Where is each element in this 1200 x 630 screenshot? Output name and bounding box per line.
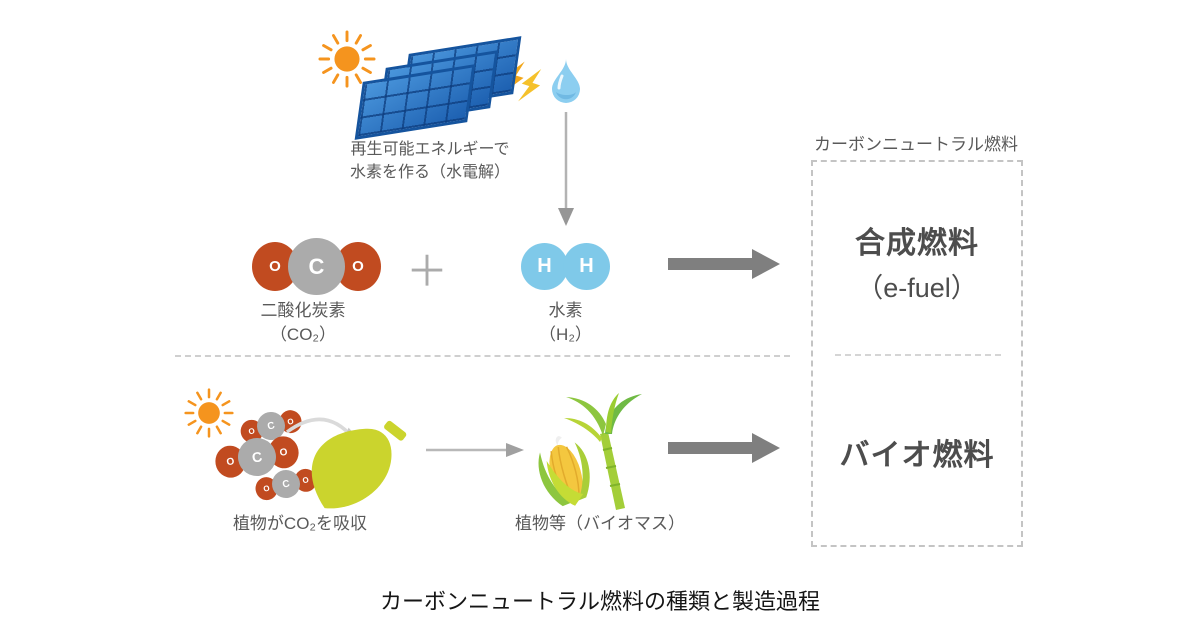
carbon-atom: C bbox=[288, 238, 345, 295]
diagram-caption: カーボンニュートラル燃料の種類と製造過程 bbox=[379, 589, 820, 614]
solar-panel-front bbox=[354, 64, 476, 140]
result-panel-header: カーボンニュートラル燃料 bbox=[814, 135, 1018, 154]
arrow-down-icon bbox=[558, 112, 574, 226]
hydrogen-atom: H bbox=[521, 243, 568, 290]
carbon-neutral-fuel-box: 合成燃料 （e-fuel） バイオ燃料 bbox=[811, 160, 1023, 547]
co2-name: 二酸化炭素 bbox=[260, 301, 346, 320]
arrow-right-icon bbox=[668, 249, 780, 279]
bio-fuel-name: バイオ燃料 bbox=[839, 439, 995, 472]
co2-formula: （CO₂） bbox=[269, 324, 337, 344]
synthetic-fuel-sub: （e-fuel） bbox=[856, 273, 978, 303]
water-drop-icon bbox=[552, 59, 580, 103]
fuel-box-divider-line bbox=[835, 354, 1001, 356]
plus-sign: ＋ bbox=[406, 248, 449, 295]
absorb-label: 植物がCO₂を吸収 bbox=[232, 514, 368, 533]
synthetic-fuel-block: 合成燃料 （e-fuel） bbox=[813, 218, 1021, 305]
h2-formula: （H₂） bbox=[539, 324, 592, 344]
bio-fuel-block: バイオ燃料 bbox=[813, 430, 1021, 474]
arrow-right-thin-icon bbox=[426, 443, 524, 457]
co2-molecule-icon: O C O bbox=[252, 238, 381, 295]
hydrogen-atom: H bbox=[563, 243, 610, 290]
renewable-energy-label-line1: 再生可能エネルギーで bbox=[350, 141, 510, 158]
synthetic-fuel-name: 合成燃料 bbox=[855, 227, 979, 260]
renewable-energy-label: 再生可能エネルギーで 水素を作る（水電解） bbox=[315, 138, 545, 184]
sun-icon bbox=[184, 388, 234, 438]
h2-name: 水素 bbox=[548, 301, 583, 320]
biomass-label: 植物等（バイオマス） bbox=[515, 514, 685, 533]
biomass-plants-icon bbox=[538, 393, 642, 510]
process-divider-line bbox=[175, 355, 790, 357]
h2-label: 水素 （H₂） bbox=[513, 299, 618, 347]
co2-label: 二酸化炭素 （CO₂） bbox=[228, 299, 378, 347]
solar-panel-icon bbox=[354, 36, 526, 140]
arrow-right-icon bbox=[668, 433, 780, 463]
h2-molecule-icon: H H bbox=[521, 243, 610, 290]
renewable-energy-label-line2: 水素を作る（水電解） bbox=[349, 164, 510, 182]
sun-icon bbox=[318, 30, 376, 88]
leaf-icon bbox=[311, 420, 407, 509]
